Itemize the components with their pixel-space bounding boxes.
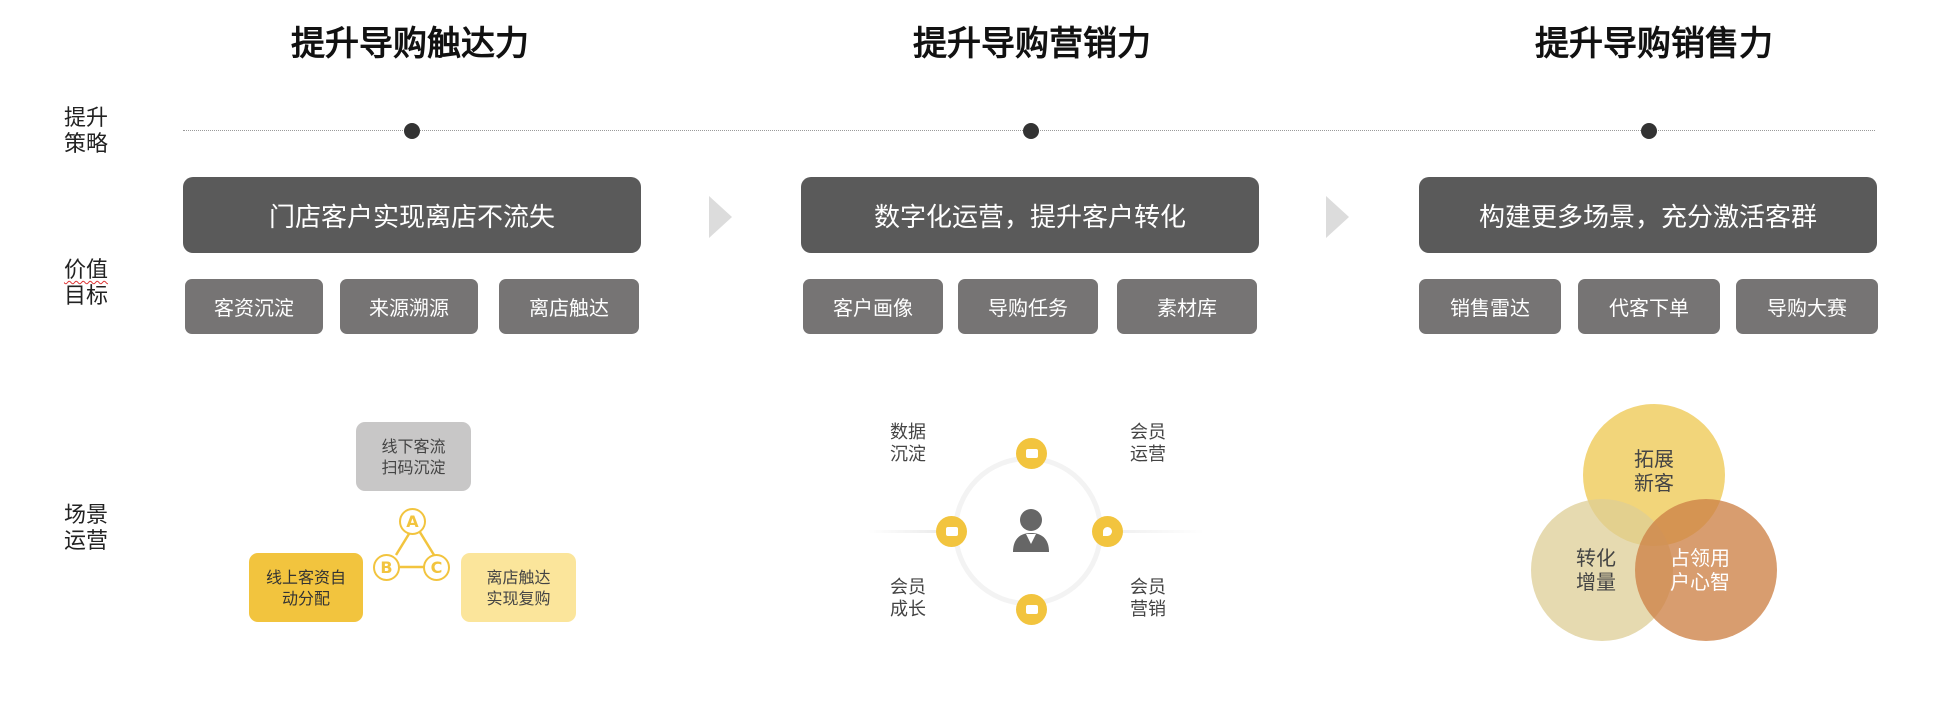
button-sales-radar[interactable]: 销售雷达 bbox=[1419, 279, 1561, 334]
row-label-strategy: 提升 策略 bbox=[58, 106, 114, 158]
timeline-dot-reach bbox=[404, 123, 420, 139]
row-label-value-line1: 价值 bbox=[63, 258, 108, 283]
row-label-value: 价值 目标 bbox=[58, 258, 114, 310]
card-online-leads-line2: 动分配 bbox=[281, 588, 330, 608]
label-member-marketing-line1: 会员 bbox=[1130, 577, 1166, 598]
button-source-trace[interactable]: 来源溯源 bbox=[340, 279, 478, 334]
ring-left-line bbox=[868, 530, 958, 533]
sofa-icon bbox=[1016, 594, 1047, 625]
card-offline-traffic-line1: 线下客流 bbox=[381, 436, 446, 456]
card-online-leads-line1: 线上客资自 bbox=[265, 567, 346, 587]
timeline-dot-marketing bbox=[1023, 123, 1039, 139]
row-label-scene-line1: 场景 bbox=[63, 503, 108, 528]
card-repurchase-line2: 实现复购 bbox=[486, 588, 551, 608]
node-a-icon: A bbox=[399, 508, 426, 535]
user-avatar-icon bbox=[1013, 509, 1049, 552]
bubble-new-customers-line1: 拓展 bbox=[1634, 447, 1674, 471]
label-member-marketing: 会员 营销 bbox=[1128, 577, 1168, 621]
card-offline-traffic: 线下客流 扫码沉淀 bbox=[356, 422, 471, 491]
store-icon bbox=[1016, 438, 1047, 469]
card-offline-traffic-line2: 扫码沉淀 bbox=[381, 457, 446, 477]
location-icon bbox=[1092, 516, 1123, 547]
label-member-operation-line1: 会员 bbox=[1130, 422, 1166, 443]
value-box-reach: 门店客户实现离店不流失 bbox=[183, 177, 641, 253]
column-title-reach: 提升导购触达力 bbox=[291, 24, 529, 64]
column-title-marketing: 提升导购营销力 bbox=[913, 24, 1151, 64]
button-material-library[interactable]: 素材库 bbox=[1117, 279, 1257, 334]
label-member-operation-line2: 运营 bbox=[1130, 444, 1166, 465]
row-label-value-line2: 目标 bbox=[63, 284, 108, 309]
button-leads-capture[interactable]: 客资沉淀 bbox=[185, 279, 323, 334]
bubble-user-mindshare-line2: 户心智 bbox=[1670, 570, 1730, 594]
column-title-sales: 提升导购销售力 bbox=[1535, 24, 1773, 64]
bubble-new-customers-line2: 新客 bbox=[1634, 471, 1674, 495]
label-member-growth-line1: 会员 bbox=[890, 577, 926, 598]
button-customer-profile[interactable]: 客户画像 bbox=[803, 279, 943, 334]
label-member-operation: 会员 运营 bbox=[1128, 422, 1168, 466]
bubble-user-mindshare: 占领用 户心智 bbox=[1635, 499, 1777, 641]
label-data-accumulation: 数据 沉淀 bbox=[888, 422, 928, 466]
ring-right-line bbox=[1099, 530, 1204, 533]
row-label-strategy-line2: 策略 bbox=[63, 132, 108, 157]
card-repurchase-line1: 离店触达 bbox=[486, 567, 551, 587]
node-b-icon: B bbox=[373, 554, 400, 581]
chevron-right-icon bbox=[1326, 196, 1349, 238]
row-label-scene-line2: 运营 bbox=[63, 529, 108, 554]
row-label-strategy-line1: 提升 bbox=[63, 106, 108, 131]
timeline-dot-sales bbox=[1641, 123, 1657, 139]
label-member-growth: 会员 成长 bbox=[888, 577, 928, 621]
bubble-conversion-line1: 转化 bbox=[1576, 546, 1616, 570]
label-data-accumulation-line2: 沉淀 bbox=[890, 444, 926, 465]
bubble-conversion-line2: 增量 bbox=[1576, 570, 1616, 594]
chevron-right-icon bbox=[709, 196, 732, 238]
card-online-leads: 线上客资自 动分配 bbox=[249, 553, 363, 622]
chat-icon bbox=[936, 516, 967, 547]
card-repurchase: 离店触达 实现复购 bbox=[461, 553, 576, 622]
button-proxy-order[interactable]: 代客下单 bbox=[1578, 279, 1720, 334]
label-data-accumulation-line1: 数据 bbox=[890, 422, 926, 443]
row-label-scene: 场景 运营 bbox=[58, 503, 114, 555]
value-box-marketing: 数字化运营，提升客户转化 bbox=[801, 177, 1259, 253]
value-box-sales: 构建更多场景，充分激活客群 bbox=[1419, 177, 1877, 253]
label-member-growth-line2: 成长 bbox=[890, 599, 926, 620]
bubble-user-mindshare-line1: 占领用 bbox=[1670, 546, 1730, 570]
button-guide-contest[interactable]: 导购大赛 bbox=[1736, 279, 1878, 334]
node-c-icon: C bbox=[423, 554, 450, 581]
button-offsite-reach[interactable]: 离店触达 bbox=[499, 279, 639, 334]
label-member-marketing-line2: 营销 bbox=[1130, 599, 1166, 620]
button-guide-tasks[interactable]: 导购任务 bbox=[958, 279, 1098, 334]
